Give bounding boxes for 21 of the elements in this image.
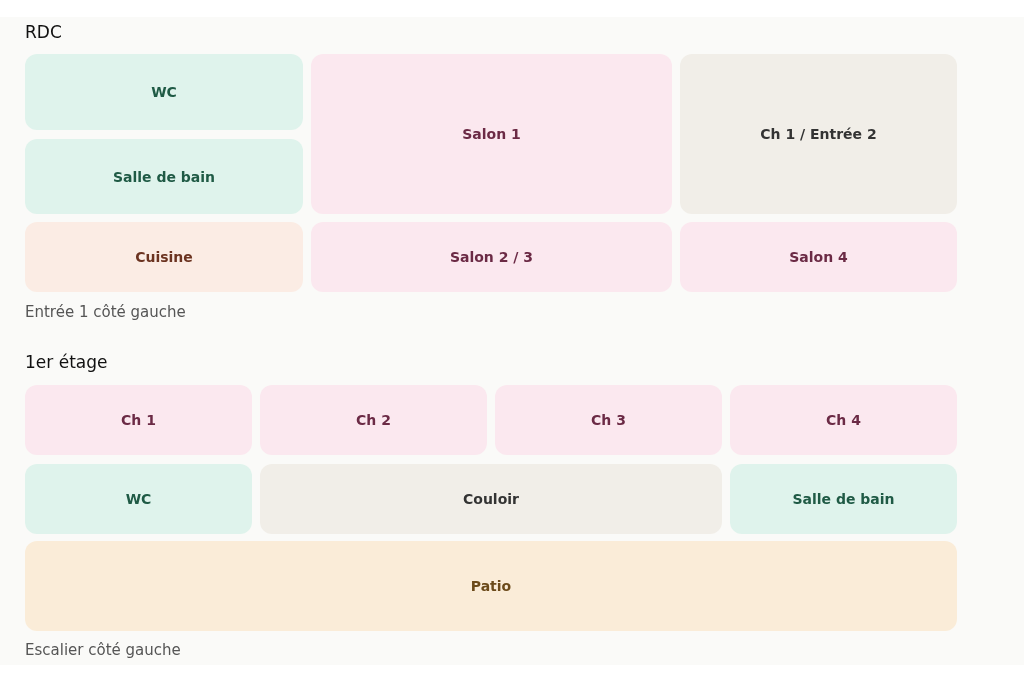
room-name: Ch 4 bbox=[826, 412, 861, 428]
room-name: Salon 4 bbox=[789, 249, 848, 265]
room-name: Ch 1 bbox=[121, 412, 156, 428]
room-name: Patio bbox=[470, 578, 512, 594]
room-name: Ch 2 bbox=[356, 412, 391, 428]
room-name: Salon 2 / 3 bbox=[449, 249, 534, 265]
room-area bbox=[25, 54, 303, 130]
floor-heading: RDC bbox=[25, 22, 62, 42]
room-name: Salle de bain bbox=[792, 491, 895, 507]
room-name: Salon 1 bbox=[462, 126, 521, 142]
room-area bbox=[25, 464, 252, 534]
room-name: Cuisine bbox=[135, 249, 193, 265]
room-name: Salle de bain bbox=[112, 168, 216, 185]
room-area bbox=[25, 139, 303, 214]
room-area bbox=[730, 464, 957, 534]
room-name: Couloir bbox=[463, 491, 519, 507]
room-name: WC bbox=[151, 84, 177, 100]
room-name: WC bbox=[125, 491, 152, 507]
room-area bbox=[25, 541, 957, 631]
room-name: Ch 3 bbox=[591, 412, 626, 428]
room-name: Ch 1 / Entrée 2 bbox=[760, 126, 877, 142]
